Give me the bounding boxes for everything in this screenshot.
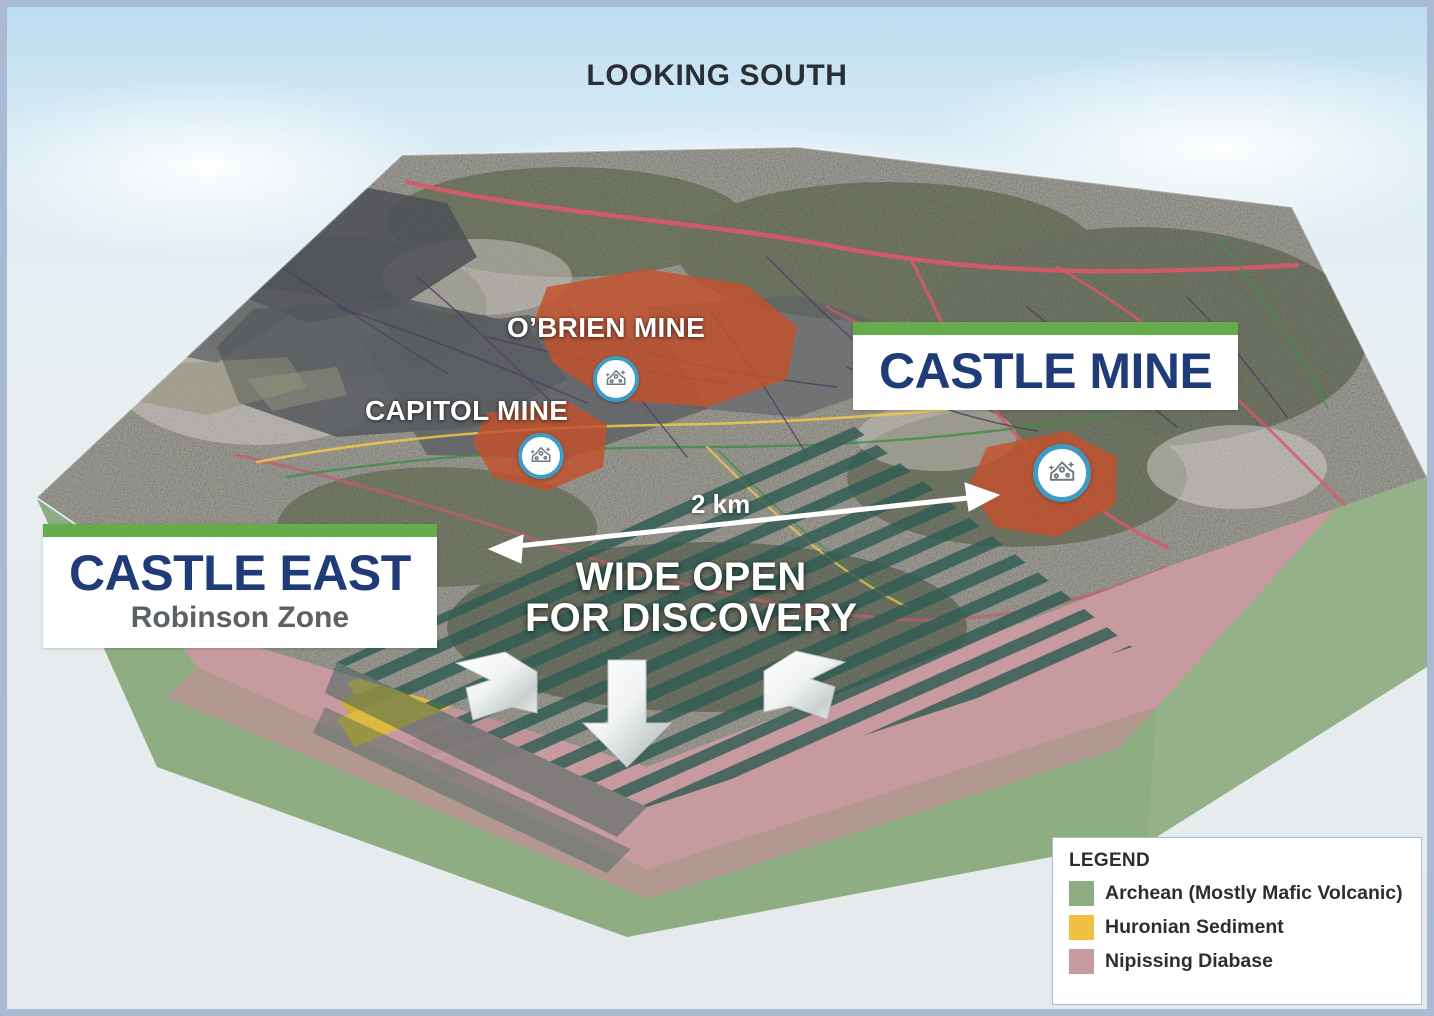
castle-mine-pin[interactable] [1033,444,1091,502]
legend-label-nipissing: Nipissing Diabase [1105,950,1273,972]
legend-swatch-huronian [1069,915,1094,940]
callout-accent-bar [853,322,1239,335]
obrien-mine-label: O’BRIEN MINE [507,312,706,343]
arrow-down [581,659,673,768]
castle-east-subtitle: Robinson Zone [130,601,350,634]
capitol-mine-pin[interactable] [518,433,564,479]
scale-label: 2 km [691,489,751,519]
arrow-down-left [454,651,538,721]
legend-row-archean: Archean (Mostly Mafic Volcanic) [1069,881,1407,906]
gem-mine-icon [530,446,551,462]
legend-label-archean: Archean (Mostly Mafic Volcanic) [1105,882,1403,904]
castle-mine-callout[interactable]: CASTLE MINE [853,322,1239,410]
castle-east-callout[interactable]: CASTLE EAST Robinson Zone [43,524,437,648]
castle-east-trend-hatch-front [313,662,647,873]
wide-open-for-discovery-label: WIDE OPEN FOR DISCOVERY [525,555,858,641]
archean-layer-left [37,479,1427,937]
legend-panel: LEGEND Archean (Mostly Mafic Volcanic) H… [1052,837,1422,1005]
scale-arrow [487,482,1001,564]
legend-label-huronian: Huronian Sediment [1105,916,1284,938]
legend-title: LEGEND [1069,850,1150,871]
castle-east-title: CASTLE EAST [69,545,411,601]
discovery-arrows [454,650,847,768]
legend-row-nipissing: Nipissing Diabase [1069,949,1407,974]
legend-swatch-archean [1069,881,1094,906]
castle-mine-title: CASTLE MINE [879,343,1213,399]
capitol-mine-label: CAPITOL MINE [365,395,569,426]
gem-mine-icon [1048,461,1075,481]
arrow-down-right [763,650,847,720]
callout-accent-bar [43,524,437,537]
nipissing-layer [77,507,1337,869]
legend-swatch-nipissing [1069,949,1094,974]
obrien-mine-pin[interactable] [593,356,639,402]
page-title: LOOKING SOUTH [586,59,848,92]
gem-mine-icon [605,369,626,385]
wide-open-line-1: WIDE OPEN [575,555,807,599]
legend-row-huronian: Huronian Sediment [1069,915,1407,940]
nipissing-shadow [167,667,1157,899]
wide-open-line-2: FOR DISCOVERY [525,596,858,641]
